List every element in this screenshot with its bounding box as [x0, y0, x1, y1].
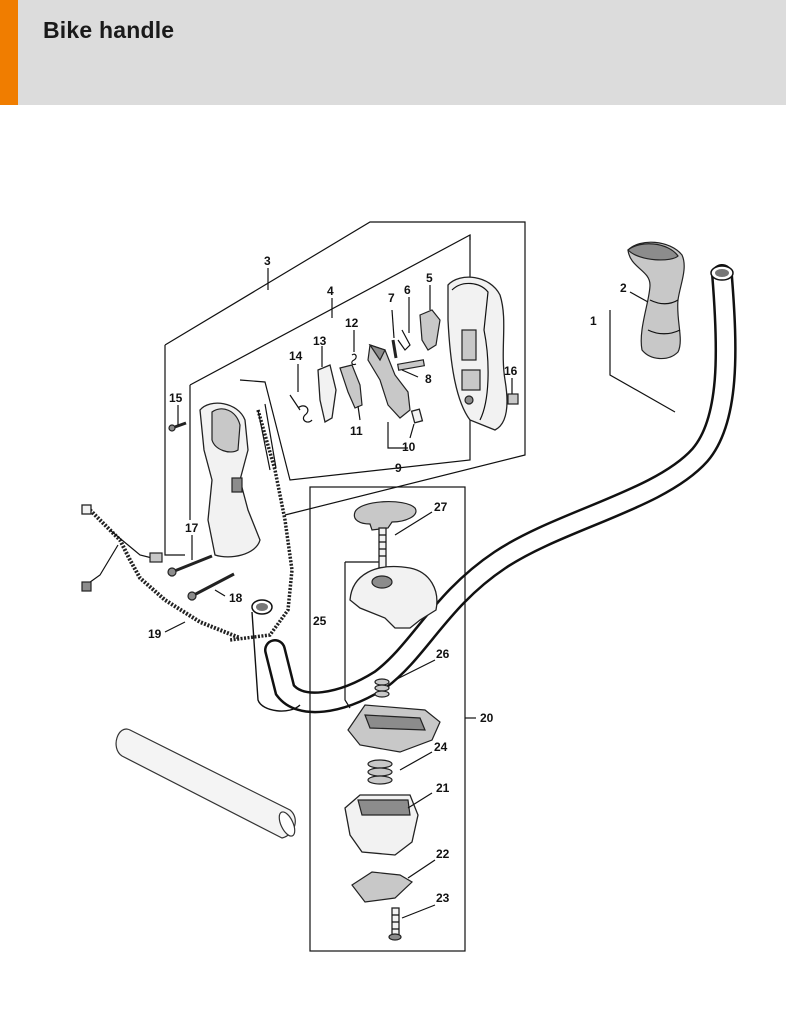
coil-spring: [289, 394, 313, 423]
clamp-knob: [353, 501, 417, 569]
screw-15: [168, 421, 187, 432]
spring-26: [374, 678, 390, 698]
label-part-9: 9: [395, 461, 402, 475]
grip-sleeve: [627, 241, 685, 360]
label-part-4: 4: [327, 284, 334, 298]
spring-24: [367, 759, 393, 785]
clamp-plate: [347, 704, 441, 753]
wiring-harness: [81, 504, 241, 640]
clamp-base: [344, 794, 419, 856]
assembly-bracket-3: [164, 221, 526, 556]
label-part-26: 26: [436, 647, 450, 661]
label-part-1: 1: [590, 314, 597, 328]
label-part-21: 21: [436, 781, 450, 795]
label-part-2: 2: [620, 281, 627, 295]
clamp-bracket-20: [309, 486, 476, 952]
screw-23: [388, 907, 402, 941]
label-part-27: 27: [434, 500, 448, 514]
label-part-25: 25: [313, 614, 327, 628]
header-bar: Bike handle: [0, 0, 786, 105]
label-part-6: 6: [404, 283, 411, 297]
label-part-5: 5: [426, 271, 433, 285]
interlock-lever: [339, 364, 363, 409]
handlebar-tube: [251, 264, 737, 714]
label-part-14: 14: [289, 349, 303, 363]
leader-lines: [164, 268, 676, 919]
trigger-spring: [410, 408, 424, 424]
label-part-13: 13: [313, 334, 327, 348]
label-part-19: 19: [148, 627, 162, 641]
label-part-15: 15: [169, 391, 183, 405]
screw-18: [187, 572, 235, 601]
lock-lever: [419, 309, 441, 351]
screw-17: [167, 554, 213, 577]
label-part-23: 23: [436, 891, 450, 905]
throttle-trigger: [367, 343, 411, 419]
torsion-spring: [397, 329, 411, 351]
label-part-20: 20: [480, 711, 494, 725]
label-part-22: 22: [436, 847, 450, 861]
label-part-11: 11: [350, 424, 363, 438]
handle-housing: [199, 402, 261, 558]
throttle-cable: [229, 403, 294, 642]
header-accent: [0, 0, 18, 105]
label-part-17: 17: [185, 521, 199, 535]
pin: [391, 339, 398, 359]
axle-rod: [396, 359, 426, 371]
spare-sleeve: [115, 728, 296, 839]
label-part-12: 12: [345, 316, 359, 330]
label-part-8: 8: [425, 372, 432, 386]
label-part-7: 7: [388, 291, 395, 305]
label-part-3: 3: [264, 254, 271, 268]
nut-16: [507, 393, 519, 405]
label-part-10: 10: [402, 440, 416, 454]
label-part-16: 16: [504, 364, 518, 378]
label-part-24: 24: [434, 740, 448, 754]
lever-spring: [351, 353, 357, 366]
slide-bar: [317, 364, 337, 423]
label-part-18: 18: [229, 591, 243, 605]
page-title: Bike handle: [43, 17, 175, 43]
housing-shell: [447, 276, 508, 431]
clamp-bracket-25: [344, 561, 380, 709]
clamp-cap: [349, 565, 438, 629]
lower-clip: [351, 871, 413, 903]
